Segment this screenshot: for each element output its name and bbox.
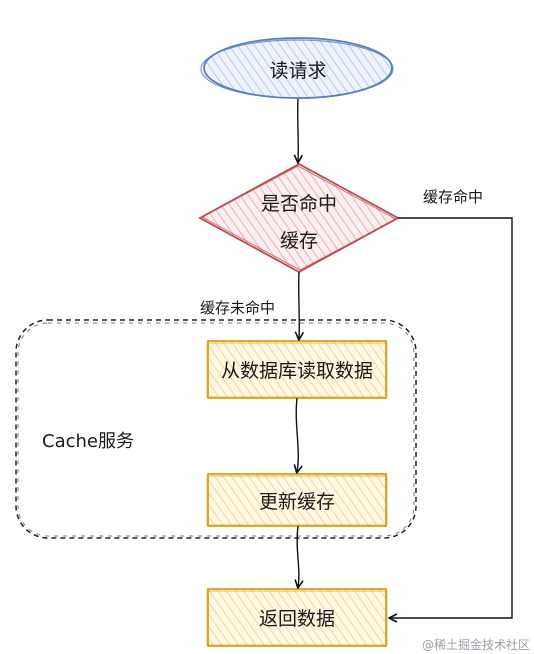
arrow-decision-to-read-db: [294, 271, 305, 341]
return-data-node: [206, 588, 388, 647]
decision-label-line2: 缓存: [279, 230, 318, 252]
edge-label-hit: 缓存命中: [423, 188, 484, 206]
arrow-update-cache-to-return: [294, 525, 304, 589]
arrow-start-to-decision: [293, 98, 304, 164]
decision-node: [198, 162, 400, 274]
arrow-read-db-to-update-cache: [293, 397, 303, 474]
update-cache-node: [206, 473, 388, 527]
return-data-label: 返回数据: [258, 608, 335, 630]
edge-label-miss: 缓存未命中: [200, 299, 276, 317]
read-db-node: [206, 340, 388, 399]
read-db-label: 从数据库读取数据: [220, 360, 373, 382]
decision-label-line1: 是否命中: [260, 193, 337, 215]
start-node-label: 读请求: [269, 60, 327, 82]
cache-service-label: Cache服务: [42, 431, 134, 452]
update-cache-label: 更新缓存: [258, 491, 335, 513]
watermark: @稀土掘金技术社区: [422, 638, 531, 652]
cache-service-group: [15, 319, 417, 539]
arrow-hit-to-return: [388, 217, 513, 623]
start-node: [200, 37, 394, 99]
